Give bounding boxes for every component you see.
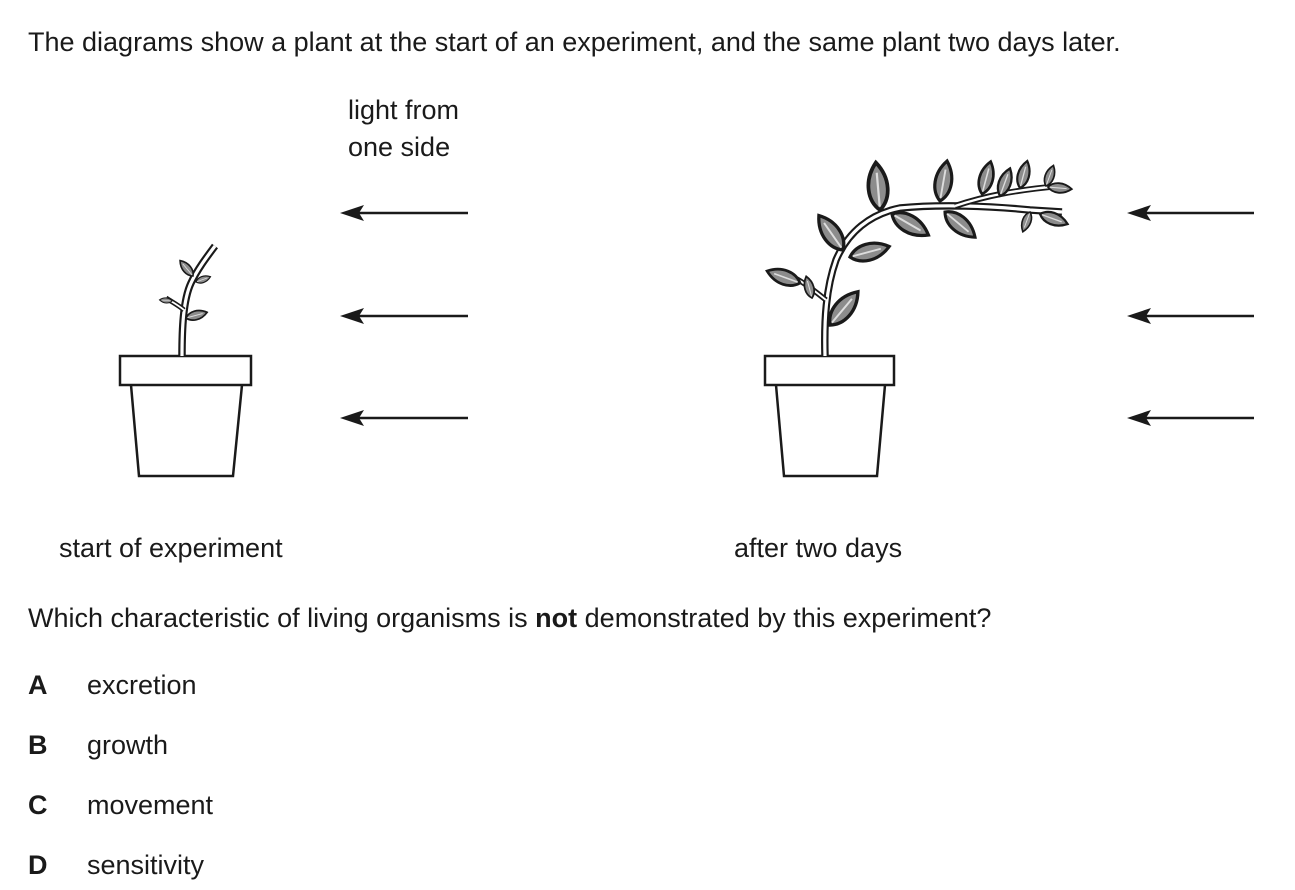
arrow-icon [1127,410,1254,426]
question-before: Which characteristic of living organisms… [28,603,536,633]
stem-icon [793,183,1063,357]
light-label: light from one side [348,92,459,166]
option-text: movement [87,790,214,820]
question-text: Which characteristic of living organisms… [28,605,991,632]
arrow-icon [340,410,468,426]
arrow-icon [340,205,468,221]
arrow-icon [340,308,468,324]
arrow-icon [1127,308,1254,324]
intro-text: The diagrams show a plant at the start o… [28,27,1121,57]
pot-icon [118,354,253,478]
caption-start: start of experiment [59,533,283,563]
arrow-icon [1127,205,1254,221]
option-text: sensitivity [87,850,205,880]
plant-start [118,243,253,478]
leaf-icon [763,158,1074,333]
option-text: excretion [87,670,197,700]
light-label-line2: one side [348,132,451,162]
light-label-line1: light from [348,95,460,125]
option-letter: B [28,730,48,760]
option-letter: A [28,670,48,700]
option-letter: D [28,850,48,880]
question-after: demonstrated by this experiment? [577,603,992,633]
question-emphasis: not [535,603,578,633]
stem-icon [164,243,219,357]
caption-after: after two days [734,533,903,563]
plant-after [763,158,1074,478]
option-text: growth [87,730,169,760]
light-arrows-left [340,205,468,426]
option-letter: C [28,790,48,820]
light-arrows-right [1127,205,1254,426]
pot-icon [763,354,896,478]
